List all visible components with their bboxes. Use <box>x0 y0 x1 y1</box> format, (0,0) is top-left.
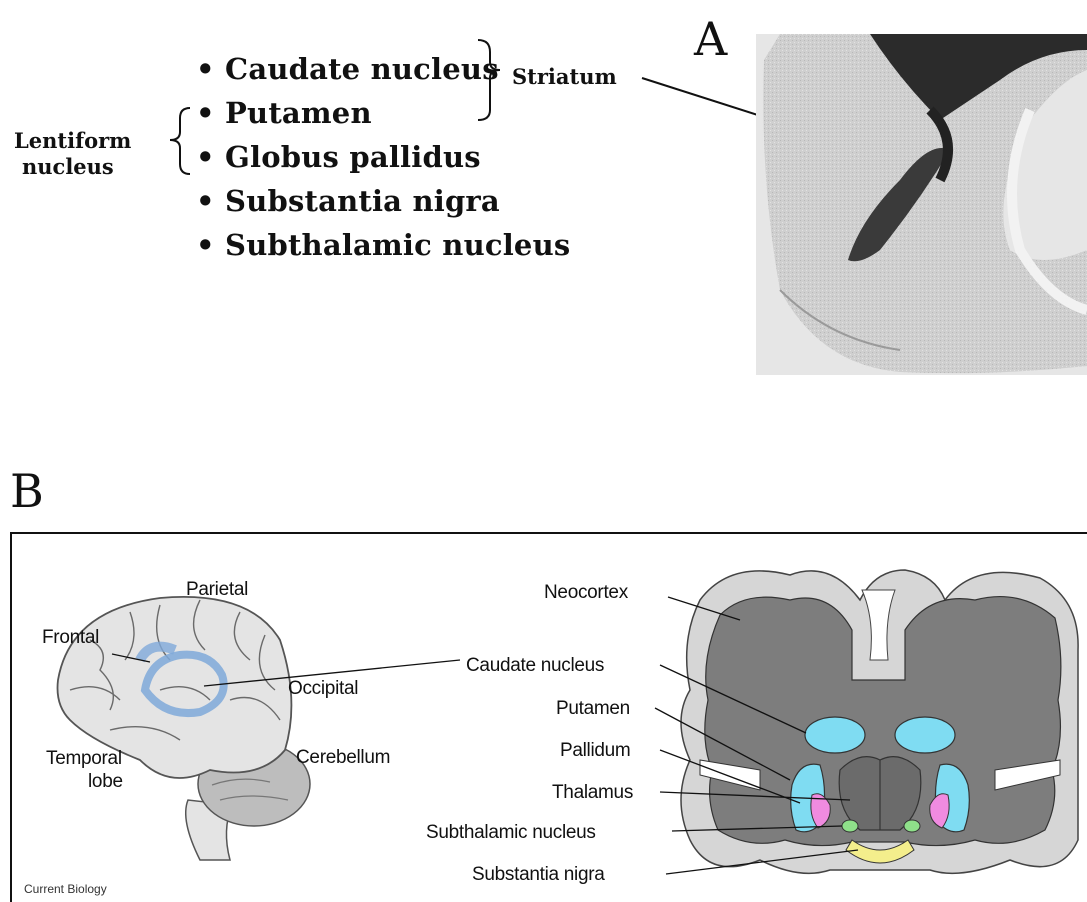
label-thalamus: Thalamus <box>552 782 633 804</box>
caudate-left <box>805 717 865 753</box>
label-occipital: Occipital <box>288 678 358 700</box>
label-cerebellum: Cerebellum <box>296 747 390 769</box>
label-subthalamic-nucleus: Subthalamic nucleus <box>426 822 596 844</box>
coronal-section-illustration <box>681 570 1078 873</box>
label-neocortex: Neocortex <box>544 582 628 604</box>
label-putamen: Putamen <box>556 698 630 720</box>
label-frontal: Frontal <box>42 627 99 649</box>
label-substantia-nigra: Substantia nigra <box>472 864 605 886</box>
label-pallidum: Pallidum <box>560 740 630 762</box>
label-temporal: Temporal <box>46 748 122 770</box>
subthalamic-right <box>904 820 920 832</box>
caudate-right <box>895 717 955 753</box>
label-parietal: Parietal <box>186 579 248 601</box>
credit-text: Current Biology <box>24 882 107 896</box>
label-temporal-lobe: lobe <box>88 771 123 793</box>
label-caudate-nucleus: Caudate nucleus <box>466 655 604 677</box>
subthalamic-left <box>842 820 858 832</box>
